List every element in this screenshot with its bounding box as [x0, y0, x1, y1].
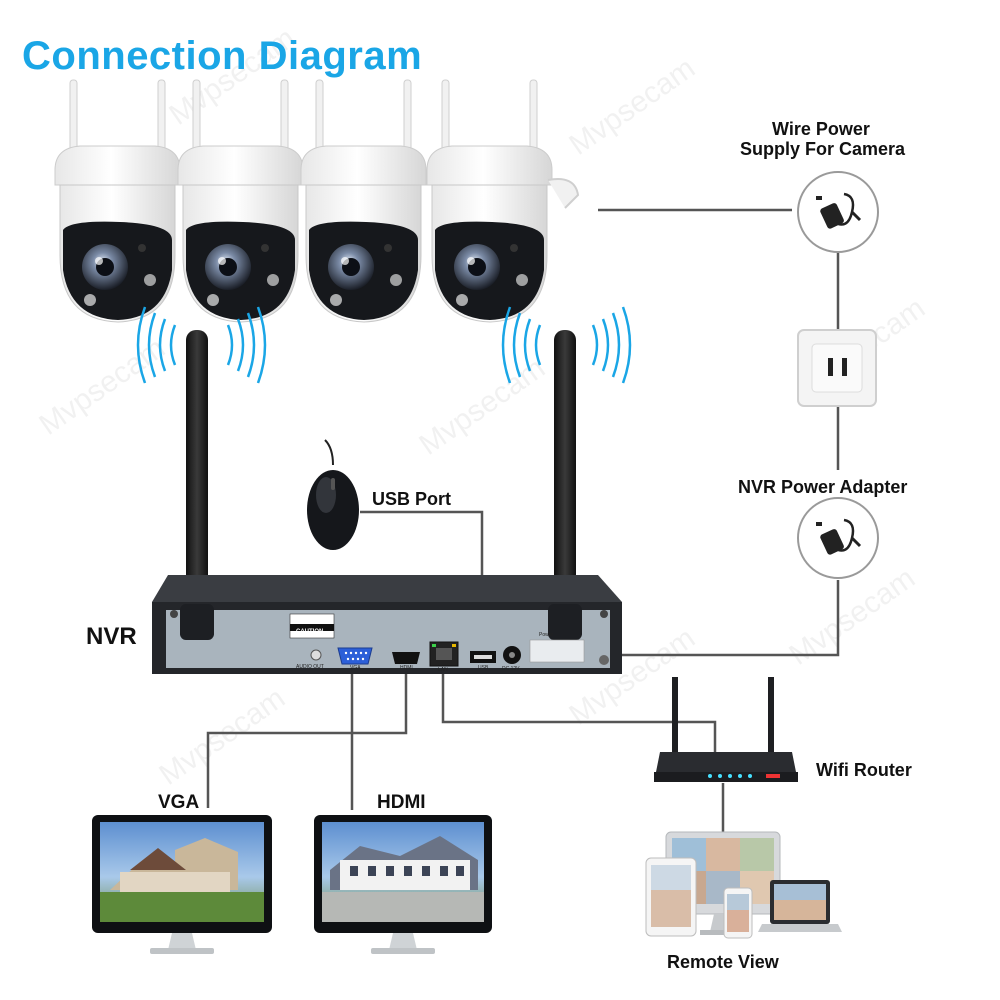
- camera-2: [177, 79, 304, 323]
- lan-line: [441, 668, 717, 752]
- hdmi-line: [206, 668, 408, 808]
- wifi-waves-icon: [591, 305, 632, 385]
- camera-group: [54, 79, 580, 323]
- camera-4: [426, 79, 553, 323]
- usb-port-panel-label: USB: [478, 665, 489, 671]
- vga-port-label: VGA: [350, 665, 361, 671]
- camera-1: [54, 79, 181, 323]
- vga-monitor-icon: [92, 815, 272, 954]
- vga-label: VGA: [158, 792, 200, 813]
- nvr-power-adapter-icon: [796, 496, 880, 580]
- audio-out-port-label: AUDIO OUT: [296, 664, 324, 670]
- lan-port-label: LAN: [438, 667, 448, 673]
- wire-power-label-line1: Wire Power: [772, 119, 870, 139]
- page-title: Connection Diagram: [22, 34, 423, 78]
- camera-power-adapter-icon: [796, 170, 880, 254]
- connection-lines: [206, 208, 840, 838]
- nvr-power-line: [517, 580, 840, 657]
- wifi-router-icon: [654, 677, 798, 782]
- nvr-label: NVR: [86, 623, 137, 650]
- usb-port-label: USB Port: [372, 489, 452, 509]
- nvr-device: [152, 575, 622, 674]
- camera-3: [300, 79, 427, 323]
- hdmi-monitor-icon: [314, 815, 492, 954]
- camera-bracket: [547, 178, 580, 209]
- wall-outlet-icon: [797, 329, 877, 407]
- wire-power-label-line2: Supply For Camera: [740, 139, 906, 159]
- wifi-router-label: Wifi Router: [816, 760, 912, 780]
- remote-view-label: Remote View: [667, 952, 779, 972]
- dc-port-label: DC 12V: [502, 666, 520, 672]
- power-port-label: Power: [539, 632, 554, 638]
- nvr-power-adapter-label: NVR Power Adapter: [738, 477, 908, 497]
- hdmi-port-label: HDMI: [400, 665, 413, 671]
- mouse-icon: [307, 439, 359, 550]
- caution-label: CAUTION: [296, 629, 324, 635]
- hdmi-label: HDMI: [377, 792, 426, 813]
- wifi-waves-icon: [136, 305, 177, 385]
- remote-view-devices-icon: [645, 831, 842, 939]
